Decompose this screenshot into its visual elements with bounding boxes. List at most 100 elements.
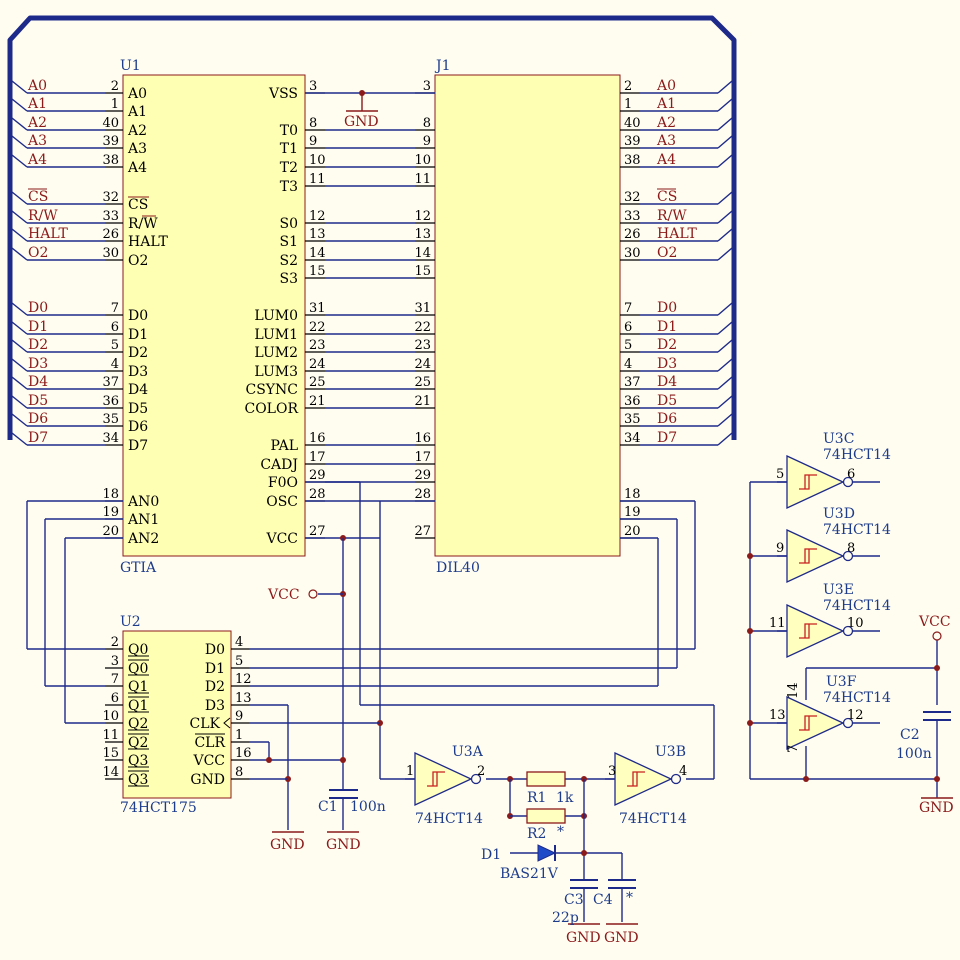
j1-pin-number: 19 bbox=[624, 505, 641, 520]
j1-pin-13: 13 bbox=[414, 227, 435, 242]
r1-ref: R1 bbox=[527, 790, 546, 806]
j1-pin-number: 35 bbox=[624, 412, 641, 427]
u1-pin-name: S2 bbox=[280, 253, 299, 269]
u1-pin-name: COLOR bbox=[244, 401, 298, 417]
u2-pin-name: CLR bbox=[194, 735, 225, 751]
u1-j1-wires bbox=[325, 129, 415, 483]
u1-pin-number: 26 bbox=[102, 227, 119, 242]
u2-pin-number: 3 bbox=[111, 654, 119, 669]
j1-net-label: D3 bbox=[657, 356, 677, 372]
u2-pin-10: 10 Q2 bbox=[102, 709, 149, 732]
d1-value: BAS21V bbox=[500, 866, 559, 882]
j1-pin-number: 18 bbox=[624, 487, 641, 502]
u1-part: GTIA bbox=[120, 560, 157, 576]
u2-pin-number: 2 bbox=[111, 635, 119, 650]
u1-pin-number: 20 bbox=[102, 524, 119, 539]
u2-pin-number: 10 bbox=[102, 709, 119, 724]
u1-net-label: CS bbox=[28, 189, 48, 205]
r2-resistor bbox=[526, 808, 566, 824]
u1-pin-number: 10 bbox=[309, 153, 326, 168]
j1-pin-number: 26 bbox=[624, 227, 641, 242]
u1-pin-number: 19 bbox=[102, 505, 119, 520]
u1-pin-number: 9 bbox=[309, 134, 317, 149]
j1-pin-number: 1 bbox=[624, 97, 632, 112]
u1-net-label: A2 bbox=[27, 115, 47, 131]
u2-pin-name: D2 bbox=[205, 679, 225, 695]
u1-net-label: D1 bbox=[28, 319, 48, 335]
u1-pin-name: CADJ bbox=[260, 457, 298, 473]
u1-pin-number: 6 bbox=[111, 320, 119, 335]
j1-pin-number: 22 bbox=[414, 320, 431, 335]
j1-pin-number: 21 bbox=[414, 394, 431, 409]
j1-pin-21: 21 bbox=[414, 394, 435, 409]
j1-part: DIL40 bbox=[436, 560, 480, 576]
u1-pin-name: A1 bbox=[127, 104, 147, 120]
u1-pin-name: S0 bbox=[280, 216, 299, 232]
j1-pin-number: 16 bbox=[414, 431, 431, 446]
j1-pin-number: 32 bbox=[624, 190, 641, 205]
u1-net-label: D4 bbox=[28, 374, 48, 390]
j1-net-label: A1 bbox=[656, 96, 676, 112]
u1-pin-number: 11 bbox=[309, 172, 326, 187]
u1-pin-number: 17 bbox=[309, 450, 326, 465]
u1-pin-number: 5 bbox=[111, 338, 119, 353]
gate-in-pin: 1 bbox=[406, 764, 414, 779]
u2-pin-number: 6 bbox=[111, 691, 119, 706]
r2-ref: R2 bbox=[527, 826, 546, 842]
gnd-label-c2: GND bbox=[919, 800, 954, 816]
gate-part: 74HCT14 bbox=[823, 522, 891, 538]
gate-out-pin: 8 bbox=[847, 541, 855, 556]
u1-pin-name: T1 bbox=[280, 141, 298, 157]
j1-pin-18: 18 bbox=[620, 487, 641, 502]
u1-pin-name: LUM2 bbox=[254, 345, 298, 361]
j1-pin-number: 11 bbox=[414, 172, 431, 187]
u1-net-label: A3 bbox=[27, 133, 47, 149]
gate-ref: U3E bbox=[823, 582, 854, 598]
c3-value: 22p bbox=[552, 910, 579, 926]
j1-pin-number: 31 bbox=[414, 301, 431, 316]
j1-pin-number: 5 bbox=[624, 338, 632, 353]
u1-net-label: HALT bbox=[28, 226, 68, 242]
gate-in-pin: 13 bbox=[769, 708, 786, 723]
u2-pin-name: Q0 bbox=[128, 642, 148, 658]
u1-pin-name: A0 bbox=[127, 86, 147, 102]
gate-in-pin: 5 bbox=[776, 467, 784, 482]
c2-ref: C2 bbox=[900, 727, 920, 743]
gate-ref: U3C bbox=[823, 431, 854, 447]
j1-pin-number: 7 bbox=[624, 301, 632, 316]
j1-net-label: A4 bbox=[656, 152, 676, 168]
u1-pin-name: CSYNC bbox=[245, 382, 298, 398]
gnd-label-c4: GND bbox=[604, 930, 639, 946]
u1-pin-number: 4 bbox=[111, 357, 119, 372]
j1-pin-number: 27 bbox=[414, 524, 431, 539]
j1-net-label: A0 bbox=[656, 78, 676, 94]
j1-pin-number: 4 bbox=[624, 357, 632, 372]
u2-pin-name: Q2 bbox=[128, 716, 148, 732]
j1-pin-4: 4 D3 bbox=[620, 356, 733, 372]
j1-net-label: A2 bbox=[656, 115, 676, 131]
j1-pin-28: 28 bbox=[414, 487, 435, 502]
j1-pin-19: 19 bbox=[620, 505, 641, 520]
u2-pin-name: Q1 bbox=[128, 679, 148, 695]
c2-value: 100n bbox=[896, 746, 932, 762]
u1-pin-name: F0O bbox=[268, 475, 298, 491]
j1-net-label: HALT bbox=[657, 226, 697, 242]
